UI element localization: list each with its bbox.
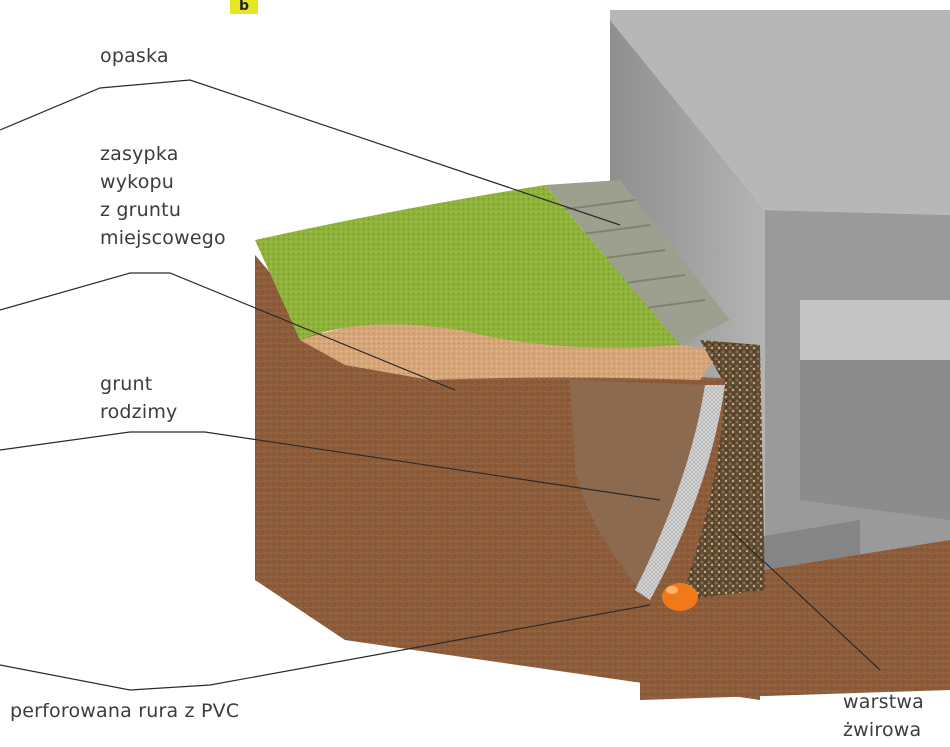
gravel-layer	[680, 340, 765, 600]
label-opaska: opaska	[100, 45, 169, 67]
label-warstwa-1: warstwa	[843, 691, 924, 713]
pvc-pipe	[662, 583, 698, 611]
floor-slab-top	[800, 300, 950, 360]
figure-badge: b	[230, 0, 258, 14]
label-rura: perforowana rura z PVC	[10, 700, 240, 722]
leader-warstwa	[729, 529, 881, 671]
label-warstwa-2: żwirowa	[843, 719, 922, 741]
backfill-top	[300, 317, 720, 380]
geotextile	[635, 385, 725, 600]
leader-opaska	[0, 79, 621, 226]
leader-rura	[0, 604, 651, 691]
label-zasypka-1: zasypka	[100, 143, 179, 165]
label-zasypka-2: wykopu	[100, 171, 175, 193]
leader-zasypka	[0, 272, 456, 391]
label-zasypka-3: z gruntu	[100, 199, 182, 221]
trench-cut	[570, 380, 705, 590]
label-grunt-2: rodzimy	[100, 401, 178, 423]
label-zasypka-4: miejscowego	[100, 227, 226, 249]
label-grunt-1: grunt	[100, 373, 153, 395]
wall-top-face	[610, 10, 950, 215]
grass-layer	[255, 185, 680, 348]
leader-grunt	[0, 431, 661, 501]
floor-slab-edge	[800, 360, 950, 520]
